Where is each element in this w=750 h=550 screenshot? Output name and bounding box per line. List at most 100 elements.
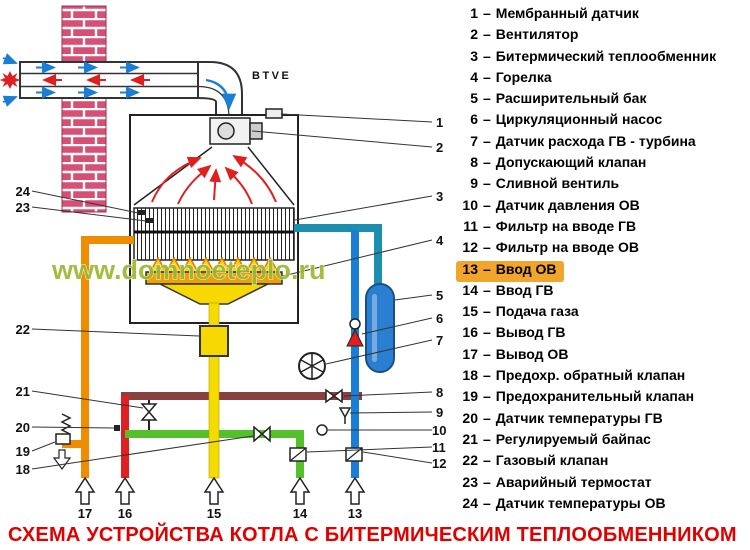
burner [145,256,283,305]
callout-23: 23 [16,200,30,215]
drain-valve [338,407,352,424]
legend-item-label: Сливной вентиль [495,175,620,192]
legend-item-number: 15 [462,303,478,320]
legend-item-label: Датчик расхода ГВ - турбина [495,132,696,149]
callout-7: 7 [436,333,443,348]
legend-item: 17 – Вывод ОВ [456,346,748,367]
legend-item: 16 – Вывод ГВ [456,324,748,345]
pipe-heating-in-blue [351,230,359,478]
callout-16: 16 [118,506,132,521]
legend-item-label: Ввод ОВ [495,260,557,277]
heat-exchanger [133,207,295,261]
legend-item-separator: – [483,154,491,171]
check-valve [253,425,271,443]
legend-item-label: Ввод ГВ [495,281,554,298]
callout-19: 19 [16,444,30,459]
watermark: www.domnoeteplo.ru [51,255,326,285]
legend-item: 24 – Датчик температуры ОВ [456,495,748,516]
coaxial-flue [19,61,243,119]
legend-item-number: 9 [470,175,478,192]
filter-cold-water [289,447,307,462]
legend-item: 9 – Сливной вентиль [456,175,748,196]
legend-item-label: Подача газа [495,303,579,320]
callout-18: 18 [16,462,30,477]
pipe-dhw-maroon [121,392,362,400]
legend-item-separator: – [483,90,491,107]
flue-elbow [197,61,243,119]
brick-wall [61,5,107,213]
legend-item: 23 – Аварийный термостат [456,474,748,495]
callout-21: 21 [16,384,30,399]
legend-item-number: 4 [470,68,478,85]
callout-1: 1 [436,115,443,130]
callout-24: 24 [16,184,31,199]
safety-valve [52,413,72,471]
pipe-return-teal [294,224,382,288]
callout-2: 2 [436,140,443,155]
legend-item: 3 – Битермический теплообменник [456,48,748,69]
callout-5: 5 [436,288,443,303]
legend-item: 5 – Расширительный бак [456,90,748,111]
legend-item-number: 14 [462,281,478,298]
legend-item: 12 – Фильтр на вводе ОВ [456,239,748,260]
bottom-flow-arrows [74,476,366,505]
btve-label: BTVE [252,70,291,82]
legend-item-number: 10 [462,196,478,213]
legend-item-label: Датчик температуры ОВ [495,494,666,511]
page-title: СХЕМА УСТРОЙСТВА КОТЛА С БИТЕРМИЧЕСКИМ Т… [8,524,737,546]
legend: 1 – Мембранный датчик 2 – Вентилятор 3 –… [456,5,748,516]
legend-item: 10 – Датчик давления ОВ [456,197,748,218]
legend-item-number: 3 [470,47,478,64]
legend-item-separator: – [483,111,491,128]
burner-funnel [159,283,269,305]
legend-item-number: 6 [470,111,478,128]
flow-arrow [74,476,96,505]
callout-8: 8 [436,385,443,400]
legend-item-label: Датчик температуры ГВ [495,409,663,426]
duct-down-arrow [205,78,237,111]
legend-item-separator: – [483,239,491,256]
legend-item: 13 – Ввод ОВ [456,260,565,282]
legend-item-label: Расширительный бак [495,90,647,107]
legend-item-number: 7 [470,132,478,149]
legend-item-number: 11 [463,217,478,234]
legend-item: 6 – Циркуляционный насос [456,111,748,132]
legend-item-number: 13 [462,260,478,277]
legend-item-separator: – [483,196,491,213]
callout-11: 11 [432,440,446,455]
legend-item-number: 19 [462,388,478,405]
legend-item: 14 – Ввод ГВ [456,282,748,303]
combustion-gas-arrows [151,154,277,205]
legend-item-separator: – [483,388,491,405]
legend-item-label: Битермический теплообменник [495,47,717,64]
callout-15: 15 [207,506,221,521]
pipe-heating-out-orange [62,236,134,478]
gas-valve [199,325,229,357]
overheat-thermostat-sensor [138,210,145,215]
legend-item: 1 – Мембранный датчик [456,5,748,26]
flow-arrow [344,476,366,505]
legend-item: 21 – Регулируемый байпас [456,431,748,452]
legend-item-separator: – [483,452,491,469]
legend-item-separator: – [483,367,491,384]
callout-4: 4 [436,233,444,248]
air-intake-arrows [2,53,237,111]
legend-item: 4 – Горелка [456,69,748,90]
legend-item-label: Циркуляционный насос [495,111,663,128]
legend-item-label: Датчик давления ОВ [495,196,640,213]
legend-item: 2 – Вентилятор [456,26,748,47]
legend-item-separator: – [483,175,491,192]
legend-item-number: 1 [470,5,478,21]
callout-13: 13 [348,506,362,521]
flow-turbine-sensor [298,352,326,380]
legend-item-separator: – [483,132,491,149]
legend-item-number: 24 [462,494,478,511]
callout-17: 17 [78,506,92,521]
legend-item: 15 – Подача газа [456,303,748,324]
callout-12: 12 [432,456,446,471]
callouts: 24 23 22 21 20 19 18 1 2 3 4 5 6 7 8 9 1… [16,115,447,521]
legend-item-label: Мембранный датчик [495,5,639,21]
flow-arrow [203,476,225,505]
callout-20: 20 [16,420,30,435]
callout-9: 9 [436,405,443,420]
